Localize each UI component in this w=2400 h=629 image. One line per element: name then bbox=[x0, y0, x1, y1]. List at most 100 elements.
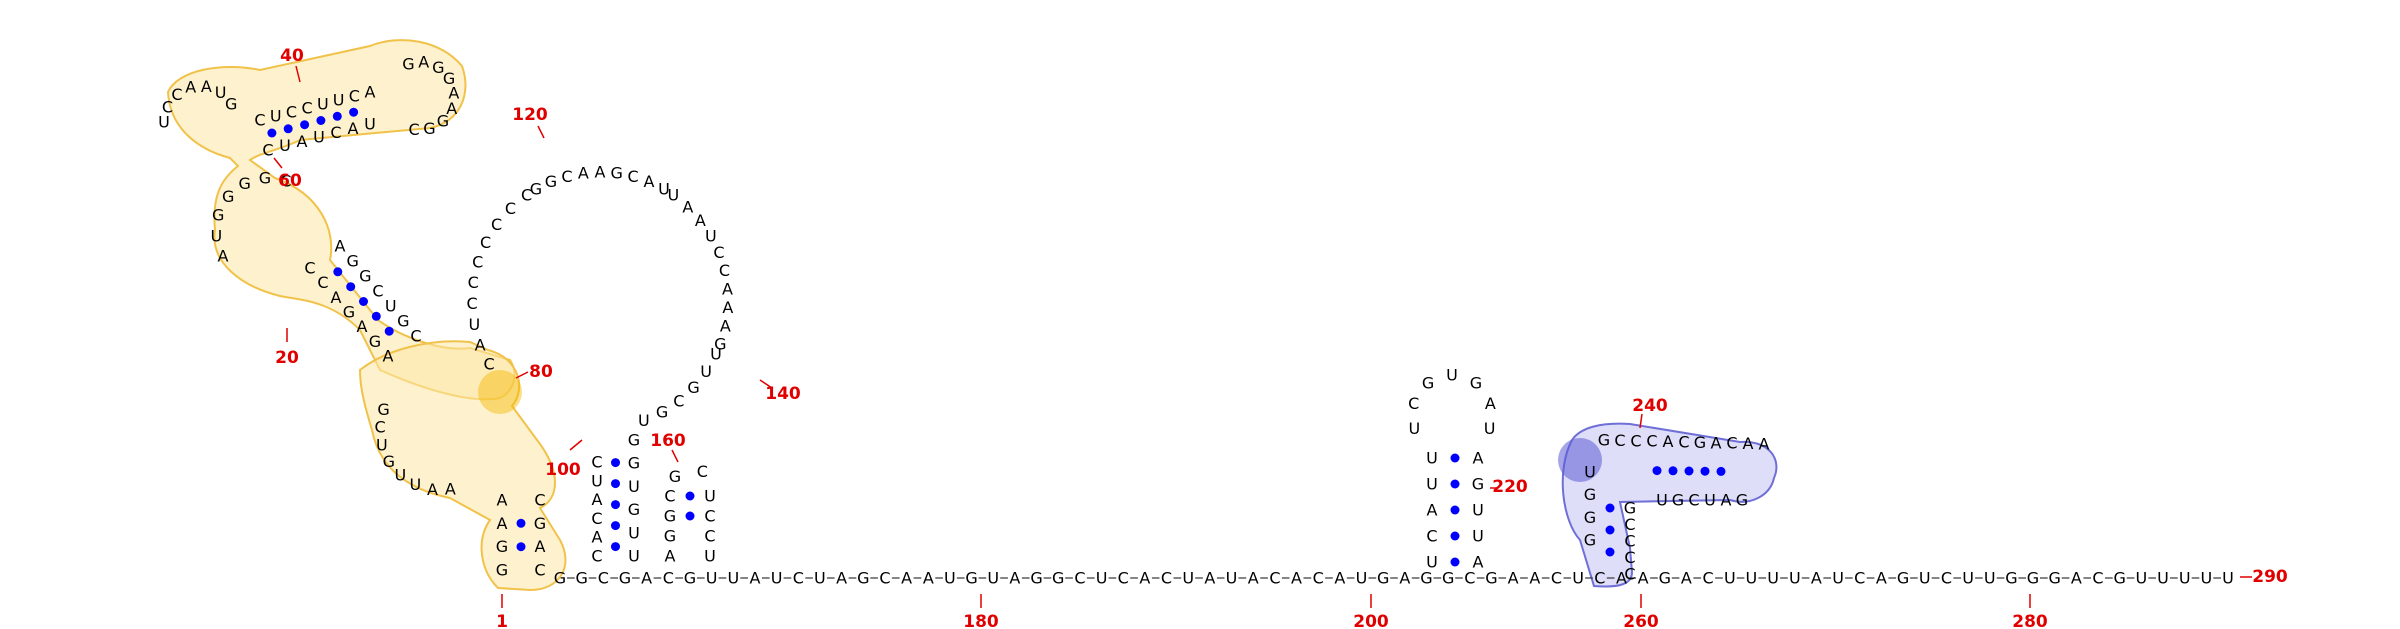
yellow-domain-nucleotide: A bbox=[535, 537, 546, 556]
hairpin-240-nucleotide: C bbox=[1678, 433, 1689, 452]
base-pair-dot bbox=[1450, 479, 1460, 489]
hairpin-200-nucleotide: A bbox=[1473, 449, 1484, 468]
backbone-nucleotide: A bbox=[2071, 569, 2082, 588]
backbone-nucleotide: C bbox=[793, 569, 804, 588]
hairpin-200-nucleotide: U bbox=[1426, 449, 1438, 468]
backbone-nucleotide: G bbox=[1485, 569, 1497, 588]
stem-100-nucleotide: C bbox=[591, 509, 602, 528]
multiloop-nucleotide: C bbox=[484, 355, 495, 374]
multiloop-nucleotide: U bbox=[469, 315, 481, 334]
position-number-290: 290 bbox=[2252, 567, 2288, 587]
multiloop-nucleotide: C bbox=[467, 294, 478, 313]
yellow-domain-loop-nucleotide: C bbox=[375, 418, 386, 437]
backbone-nucleotide: A bbox=[1139, 569, 1150, 588]
multiloop-nucleotide: U bbox=[700, 362, 712, 381]
position-tick bbox=[569, 439, 583, 451]
backbone-nucleotide: G bbox=[2027, 569, 2039, 588]
backbone-nucleotide: U bbox=[1572, 569, 1584, 588]
blue-hotspot bbox=[1558, 438, 1602, 482]
yellow-domain-loop-nucleotide: G bbox=[238, 174, 250, 193]
base-pair-dot bbox=[611, 521, 620, 531]
hairpin-200-loop-nucleotide: U bbox=[1484, 419, 1496, 438]
yellow-domain-nucleotide: A bbox=[297, 132, 308, 151]
backbone-nucleotide: U bbox=[1767, 569, 1779, 588]
yellow-domain-nucleotide: A bbox=[383, 347, 394, 366]
backbone-nucleotide: U bbox=[1984, 569, 1996, 588]
yellow-domain-nucleotide: G bbox=[346, 252, 358, 271]
position-numbers: 1 20 40 60 80 100 120 140 160 180 200 22… bbox=[275, 46, 2288, 629]
multiloop-nucleotide: C bbox=[673, 391, 684, 410]
yellow-domain-loop-nucleotide: A bbox=[418, 53, 429, 72]
backbone-nucleotide: U bbox=[1356, 569, 1368, 588]
backbone-nucleotide: C bbox=[598, 569, 609, 588]
base-pair-dot bbox=[1605, 503, 1615, 513]
yellow-domain-loop-nucleotide: G bbox=[432, 58, 444, 77]
base-pair-dot bbox=[685, 491, 695, 501]
backbone-nucleotide: U bbox=[771, 569, 783, 588]
stem-100-nucleotide: U bbox=[628, 477, 640, 496]
position-number-140: 140 bbox=[765, 384, 801, 404]
backbone-nucleotide: G bbox=[2005, 569, 2017, 588]
position-tick bbox=[273, 157, 283, 169]
backbone-nucleotide: A bbox=[1811, 569, 1822, 588]
hairpin-240-nucleotide: G bbox=[1584, 508, 1596, 527]
yellow-domain-nucleotide: C bbox=[372, 282, 383, 301]
multiloop-nucleotide: C bbox=[521, 186, 532, 205]
backbone-nucleotide: C bbox=[1118, 569, 1129, 588]
hairpin-240-nucleotide: G bbox=[1584, 531, 1596, 550]
yellow-domain-loop-nucleotide: G bbox=[212, 206, 224, 225]
hairpin-240-nucleotide: C bbox=[1624, 548, 1635, 567]
hairpin-240-nucleotide: G bbox=[1624, 499, 1636, 518]
base-pair-dot bbox=[1605, 525, 1615, 535]
hairpin-240-nucleotide: U bbox=[1584, 463, 1596, 482]
hairpin-160-nucleotide: C bbox=[664, 487, 675, 506]
yellow-domain-loop-nucleotide: G bbox=[383, 452, 395, 471]
hairpin-200-loop-nucleotide: G bbox=[1422, 373, 1434, 392]
hairpin-200-nucleotide: G bbox=[1472, 475, 1484, 494]
backbone-nucleotide: G bbox=[554, 569, 566, 588]
base-pair-dot bbox=[359, 297, 368, 306]
multiloop-nucleotide: A bbox=[475, 335, 486, 354]
backbone-nucleotide: G bbox=[1052, 569, 1064, 588]
yellow-domain-nucleotide: G bbox=[496, 537, 508, 556]
yellow-domain-loop-nucleotide: G bbox=[423, 119, 435, 138]
hairpin-240-nucleotide: C bbox=[1614, 431, 1625, 450]
highlight-region-yellow bbox=[166, 39, 567, 592]
backbone-nucleotide: A bbox=[1681, 569, 1692, 588]
yellow-domain-loop-nucleotide: G bbox=[437, 112, 449, 131]
backbone-nucleotide: C bbox=[663, 569, 674, 588]
multiloop-nucleotide: A bbox=[682, 197, 693, 216]
hairpin-160-nucleotide: C bbox=[704, 527, 715, 546]
hairpin-240-nucleotide: A bbox=[1721, 491, 1732, 510]
yellow-domain-loop-nucleotide: A bbox=[446, 99, 457, 118]
multiloop-nucleotide: G bbox=[530, 180, 542, 199]
hairpin-160-nucleotide: C bbox=[704, 507, 715, 526]
yellow-domain-nucleotide: A bbox=[497, 491, 508, 510]
backbone-nucleotide: U bbox=[1832, 569, 1844, 588]
backbone-nucleotide: C bbox=[879, 569, 890, 588]
yellow-domain-nucleotide: U bbox=[364, 115, 376, 134]
backbone-nucleotide: U bbox=[1789, 569, 1801, 588]
backbone-nucleotide: G bbox=[2113, 569, 2125, 588]
backbone-nucleotide: G bbox=[1897, 569, 1909, 588]
backbone-nucleotide: A bbox=[1334, 569, 1345, 588]
backbone-nucleotide: U bbox=[1226, 569, 1238, 588]
yellow-domain-nucleotide: C bbox=[302, 99, 313, 118]
backbone-nucleotide: U bbox=[1182, 569, 1194, 588]
multiloop-nucleotide: U bbox=[710, 345, 722, 364]
base-pair-dot bbox=[685, 511, 695, 521]
base-pair-dot bbox=[267, 128, 277, 138]
multiloop-nucleotide: U bbox=[638, 411, 650, 430]
position-number-200: 200 bbox=[1353, 612, 1389, 629]
hairpin-160-loop-nucleotide: C bbox=[697, 462, 708, 481]
yellow-domain-nucleotide: G bbox=[534, 514, 546, 533]
hairpin-240-nucleotide: G bbox=[1672, 491, 1684, 510]
multiloop-nucleotide: G bbox=[545, 172, 557, 191]
base-pair-dot bbox=[333, 267, 343, 277]
base-pair-dot bbox=[371, 311, 381, 321]
backbone-nucleotide: C bbox=[1313, 569, 1324, 588]
hairpin-240-nucleotide: C bbox=[1688, 491, 1699, 510]
backbone-nucleotide: C bbox=[1269, 569, 1280, 588]
position-number-160: 160 bbox=[650, 431, 686, 451]
position-tick bbox=[1639, 413, 1643, 429]
